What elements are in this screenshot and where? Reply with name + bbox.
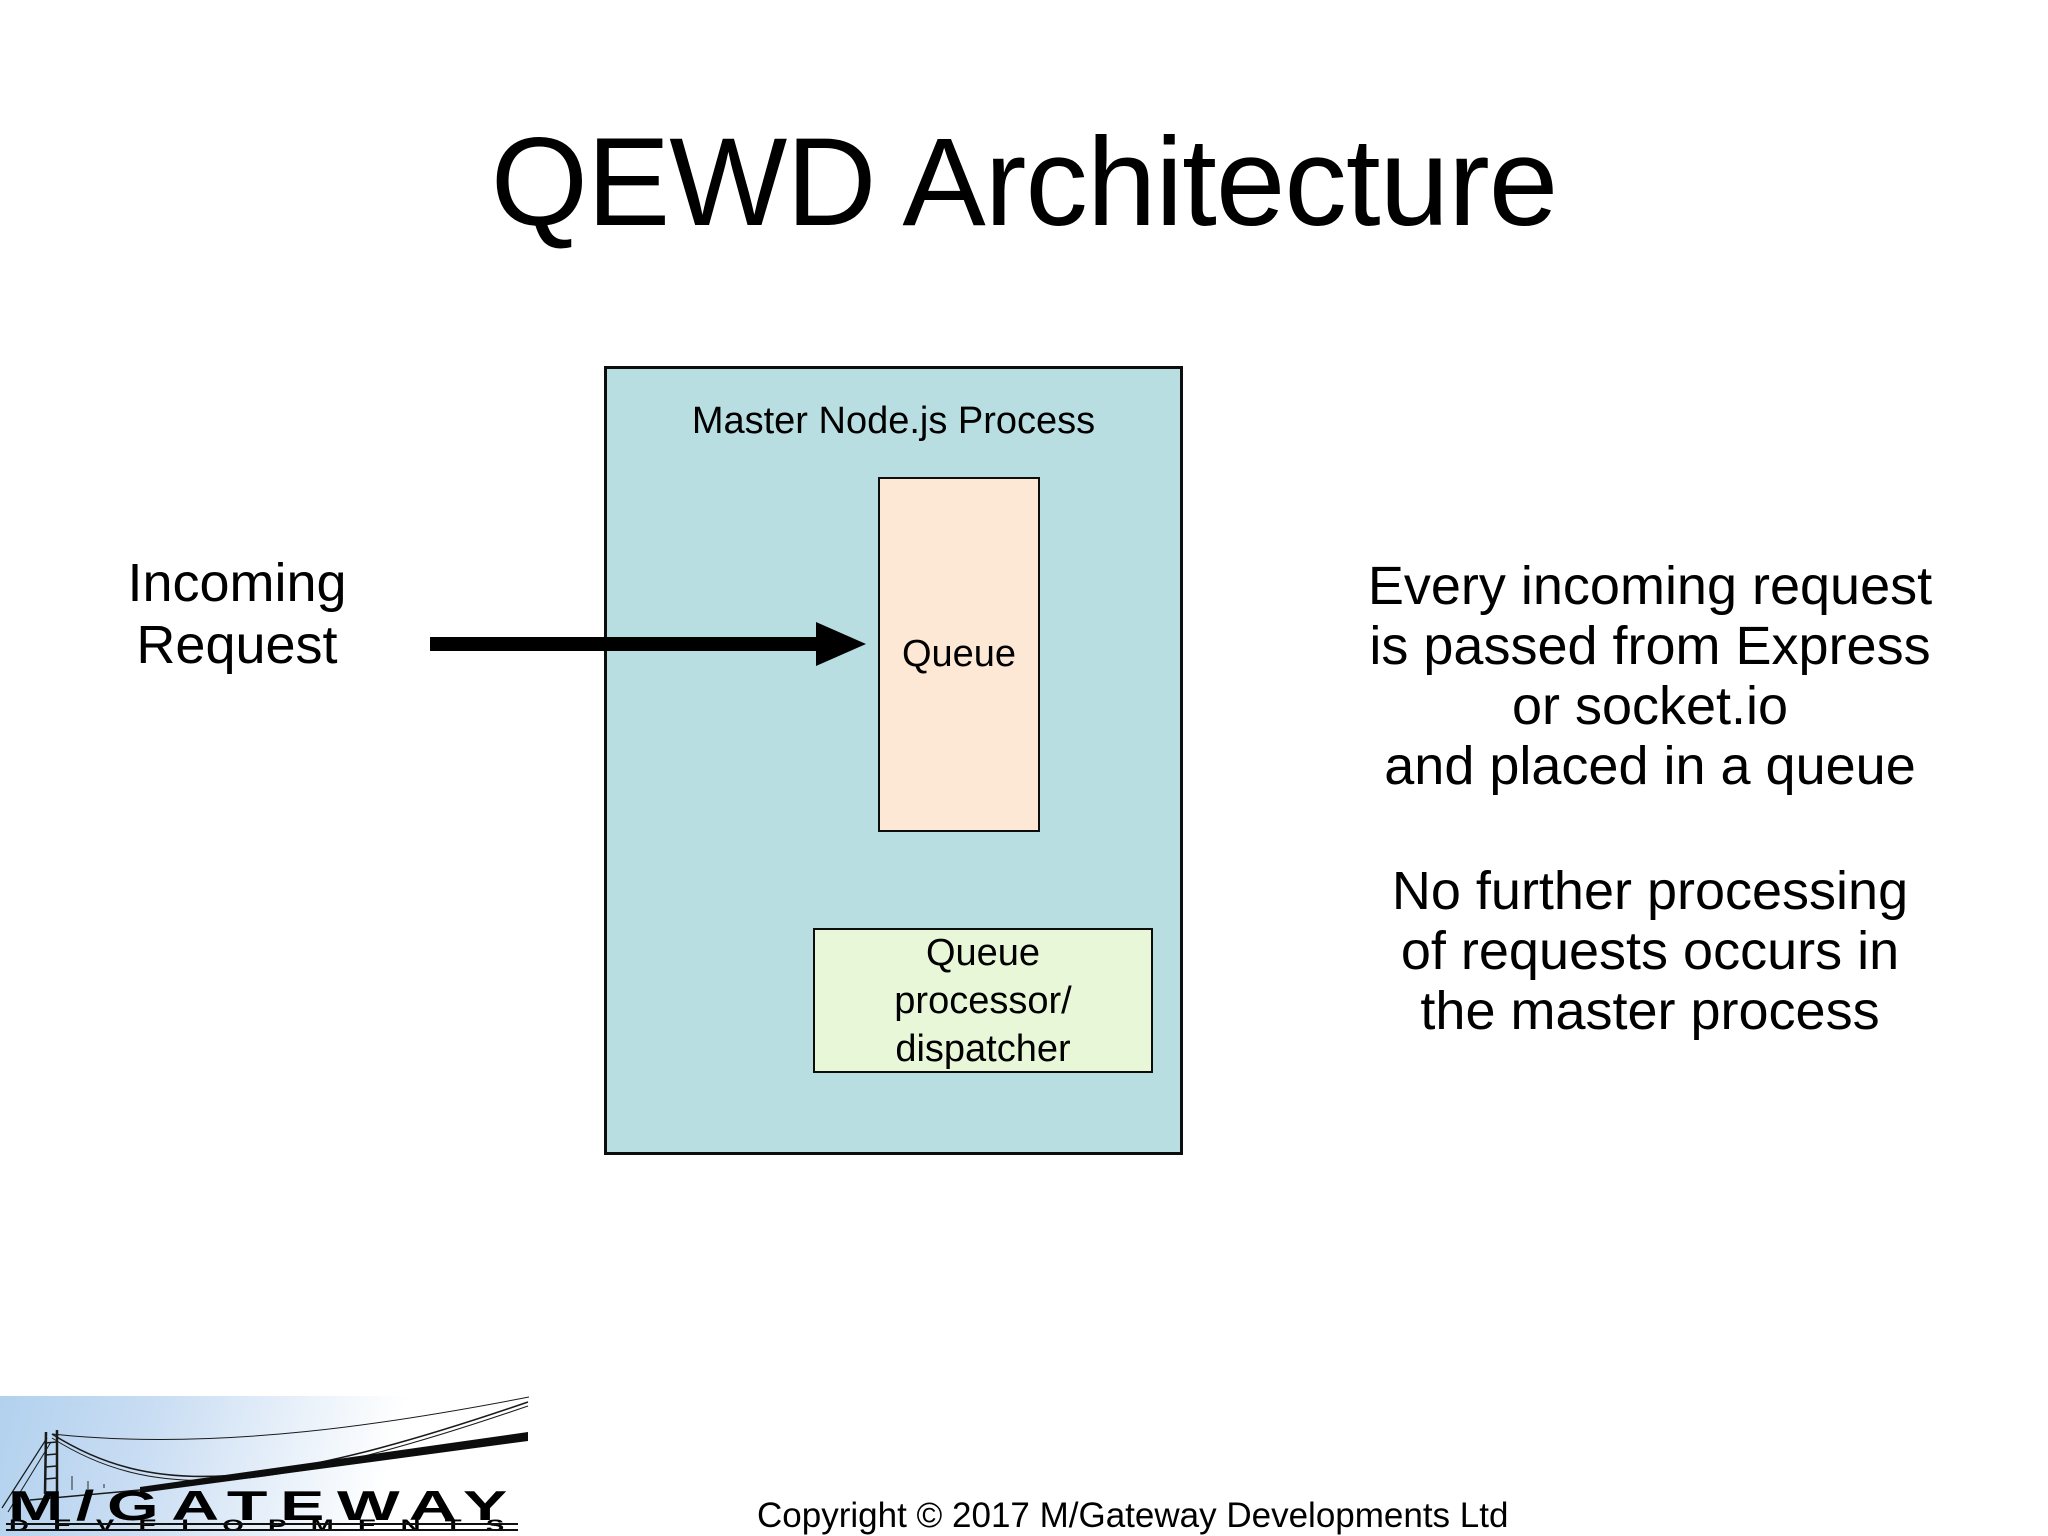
logo-strike-line [6, 1529, 518, 1531]
logo-wordmark: M/GATEWAY [8, 1482, 520, 1529]
note-no-further-processing: No further processing of requests occurs… [1391, 861, 1909, 1041]
incoming-request-arrow-shaft [430, 637, 820, 651]
master-process-label: Master Node.js Process [691, 400, 1096, 442]
arrow-right-icon [816, 622, 866, 666]
mgateway-logo [0, 1396, 530, 1536]
page-title: QEWD Architecture [490, 113, 1559, 252]
queue-processor-label: Queue processor/ dispatcher [894, 931, 1072, 1070]
logo-subtitle: DEVELOPMENTS [9, 1516, 529, 1535]
copyright-text: Copyright © 2017 M/Gateway Developments … [757, 1496, 1509, 1535]
note-queue-placement: Every incoming request is passed from Ex… [1367, 556, 1933, 796]
incoming-request-label: Incoming Request [127, 553, 347, 675]
queue-label: Queue [901, 633, 1017, 675]
queue-box: Queue [878, 477, 1040, 832]
logo-strike-line [6, 1523, 518, 1525]
queue-processor-box: Queue processor/ dispatcher [813, 928, 1153, 1073]
bridge-logo-icon [1, 1396, 530, 1513]
